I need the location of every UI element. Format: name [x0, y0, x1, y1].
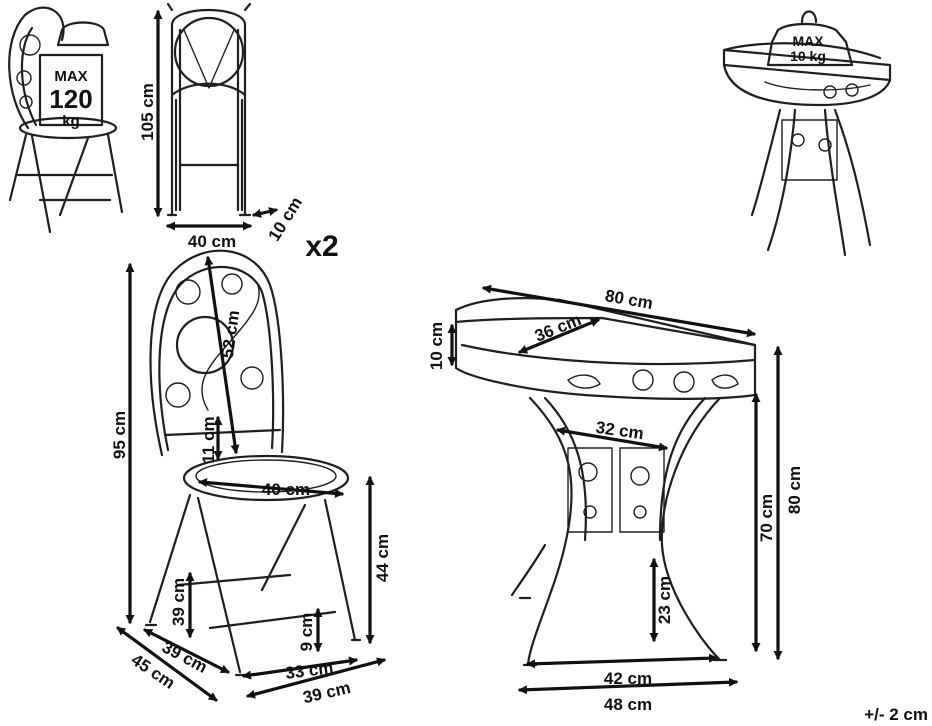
folded-height-label: 105 cm: [138, 83, 157, 141]
folded-depth-label: 10 cm: [265, 194, 307, 245]
folded-width-label: 40 cm: [188, 232, 236, 251]
table-top-depth-label: 36 cm: [532, 310, 584, 346]
table-leg-height-label: 70 cm: [757, 494, 776, 542]
table-max-label: MAX: [792, 33, 824, 49]
table-load-illustration: [722, 10, 892, 257]
folded-chair-illustration: [166, 2, 252, 217]
table-stretcher-height-label: 23 cm: [655, 576, 674, 624]
table-max-value: 10 kg: [790, 48, 826, 64]
chair-seat-height-label: 44 cm: [373, 534, 392, 582]
chair-backrest-gap-label: 11 cm: [199, 416, 218, 463]
chair-load-illustration: [8, 6, 124, 234]
table-base-outer-width-label: 48 cm: [604, 695, 652, 714]
chair-leg-height-label: 39 cm: [169, 578, 188, 626]
chair-max-label: MAX: [54, 68, 87, 85]
chair-backrest-height-label: 52 cm: [218, 309, 244, 359]
chair-stretcher-height-label: 9 cm: [297, 613, 316, 652]
table-apron-height-label: 10 cm: [427, 322, 446, 370]
table-total-height-label: 80 cm: [785, 466, 804, 514]
chair-seat-diameter-label: 40 cm: [262, 480, 310, 499]
table-illustration: [454, 297, 757, 667]
quantity-label: x2: [305, 230, 338, 263]
chair-illustration: [144, 249, 362, 677]
table-inner-width-label: 32 cm: [595, 418, 645, 444]
chair-max-value: 120: [49, 84, 92, 114]
chair-max-unit: kg: [62, 113, 80, 130]
tolerance-label: +/- 2 cm: [864, 705, 928, 724]
chair-total-height-label: 95 cm: [110, 411, 129, 459]
chair-overall-width-label: 39 cm: [301, 678, 352, 707]
